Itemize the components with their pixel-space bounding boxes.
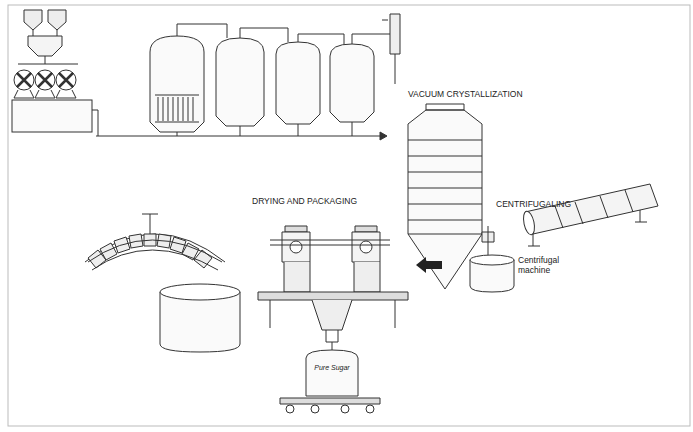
evaporators: [98, 14, 400, 140]
rotary-dryer: [522, 184, 658, 246]
stage-title: DRYING AND PACKAGING: [252, 197, 357, 207]
storage-tank: [160, 284, 240, 352]
bag-text: Pure Sugar: [314, 364, 350, 372]
packaging-machines: [258, 226, 408, 413]
rotary-packer: [85, 214, 225, 270]
centrifugal-machine: [470, 226, 514, 292]
equipment-label: Centrifugal machine: [518, 256, 578, 276]
stage-title: CENTRIFUGALING: [496, 200, 571, 210]
feed-hoppers: [12, 10, 98, 136]
flow-arrow: [416, 257, 442, 273]
stage-title: VACUUM CRYSTALLIZATION: [408, 90, 523, 100]
frame: [8, 5, 690, 426]
